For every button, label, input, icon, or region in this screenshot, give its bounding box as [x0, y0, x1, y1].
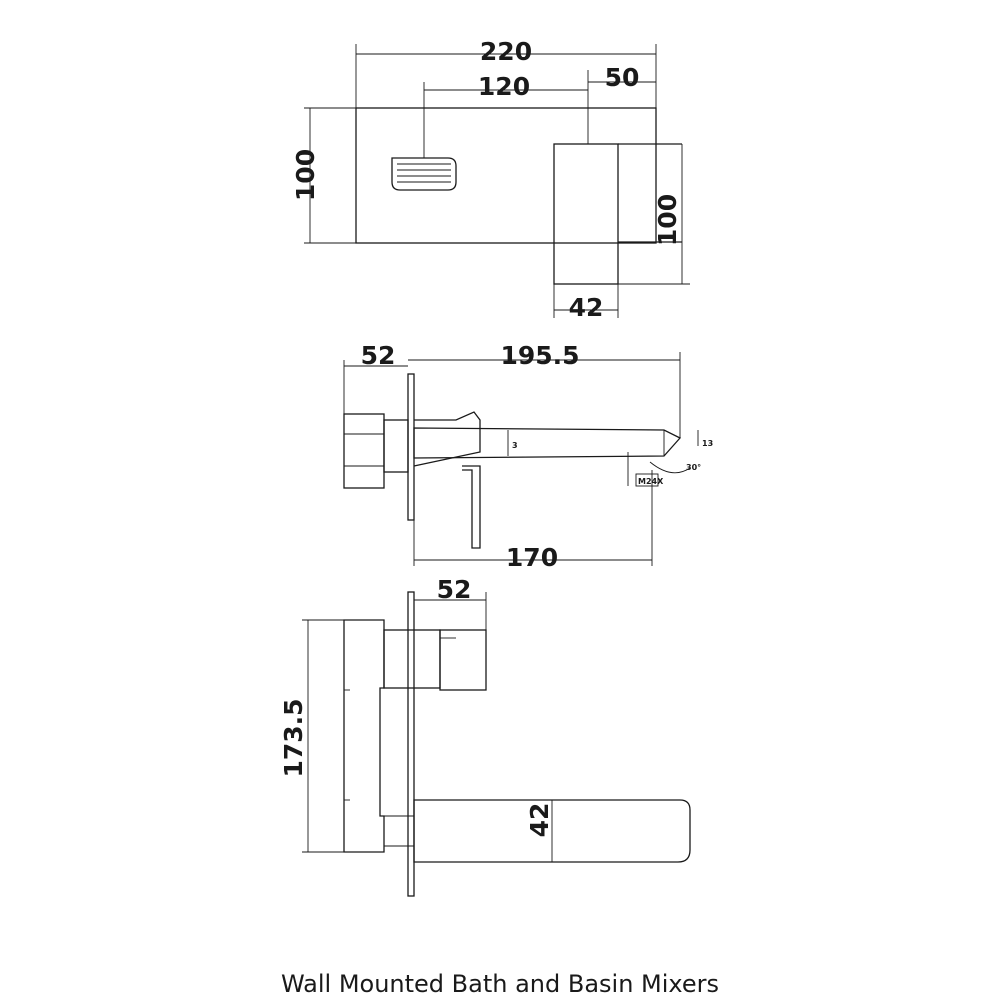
- svg-text:52: 52: [361, 341, 396, 370]
- dim-side-spout-projection: 170: [413, 470, 653, 572]
- svg-text:100: 100: [291, 149, 320, 201]
- lower-valve-body: [343, 619, 385, 853]
- dim-front-plate-height: 100: [291, 107, 356, 244]
- svg-text:42: 42: [569, 293, 604, 322]
- svg-text:120: 120: [478, 72, 530, 101]
- dim-side-spout-small: 3: [512, 441, 518, 450]
- lower-handle: [383, 629, 487, 691]
- dim-front-handle-height: 100: [618, 144, 690, 285]
- lower-view: 52 173.5 42: [279, 575, 691, 897]
- dim-220-label: 220: [480, 37, 532, 66]
- lower-spout: [384, 799, 691, 863]
- svg-text:50: 50: [605, 63, 640, 92]
- front-spout-outlet: [391, 157, 457, 191]
- svg-text:173.5: 173.5: [279, 698, 308, 777]
- side-body: [343, 413, 409, 489]
- dim-lower-total-height: 173.5: [279, 619, 344, 853]
- side-spout: [413, 427, 682, 459]
- front-wall-plate: [355, 107, 657, 244]
- dim-front-handle-depth: 42: [553, 284, 619, 322]
- svg-text:52: 52: [437, 575, 472, 604]
- front-handle: [553, 143, 682, 285]
- dim-lower-body-depth: 52: [414, 575, 487, 630]
- side-view: 52 195.5 170 3 13 M24X 30°: [343, 341, 713, 572]
- lower-wall-plate: [407, 591, 415, 897]
- side-handle: [413, 411, 481, 549]
- dim-front-total-width: 220: [355, 37, 657, 108]
- dim-front-spout-offset: 120: [423, 72, 588, 158]
- dim-lower-spout-height: 42: [525, 800, 554, 862]
- svg-text:170: 170: [506, 543, 558, 572]
- dim-side-spout-length: 195.5: [408, 341, 681, 438]
- front-view: 220 120 50 100 100: [291, 37, 690, 322]
- svg-text:42: 42: [525, 803, 554, 838]
- svg-text:100: 100: [653, 194, 682, 246]
- svg-text:195.5: 195.5: [500, 341, 579, 370]
- drawing-caption: Wall Mounted Bath and Basin Mixers: [281, 970, 719, 998]
- dim-side-thread: M24X: [638, 477, 664, 486]
- dim-side-angle: 30°: [686, 463, 701, 472]
- dim-front-handle-width: 50: [587, 63, 656, 144]
- dim-side-tip-small: 13: [702, 439, 713, 448]
- dim-side-body-depth: 52: [343, 341, 408, 414]
- side-wall-plate: [407, 373, 415, 521]
